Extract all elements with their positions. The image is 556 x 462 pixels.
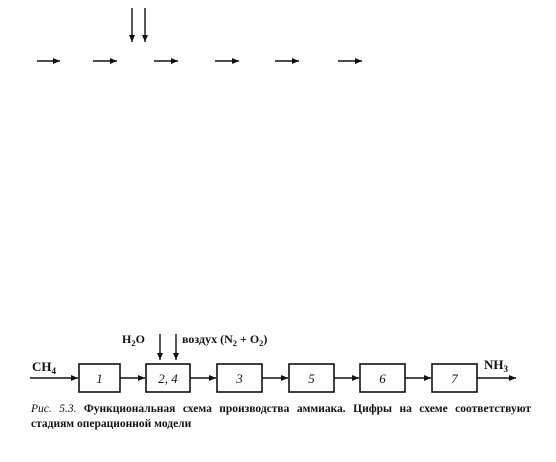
- block-label: 2, 4: [158, 371, 178, 386]
- block-3: 3: [216, 363, 263, 393]
- figure-caption-text: Функциональная схема производства аммиак…: [31, 403, 531, 430]
- feed-label: CH4: [32, 359, 57, 376]
- upper-arrows-fragment: [37, 8, 362, 64]
- air-label: воздух (N2 + O2): [182, 332, 267, 348]
- block-label: 5: [308, 371, 315, 386]
- figure-caption: Рис. 5.3. Функциональная схема производс…: [31, 402, 531, 432]
- block-6: 6: [359, 363, 406, 393]
- block-5: 5: [288, 363, 335, 393]
- block-2-4: 2, 4: [145, 363, 191, 393]
- block-label: 6: [379, 371, 386, 386]
- figure-number: Рис. 5.3.: [31, 403, 77, 415]
- block-label: 7: [451, 371, 458, 386]
- block-label: 1: [96, 371, 103, 386]
- block-7: 7: [431, 363, 478, 393]
- block-1: 1: [78, 363, 121, 393]
- block-label: 3: [235, 371, 243, 386]
- water-label: H2O: [122, 332, 145, 348]
- process-blocks: 1 2, 4 3 5 6 7: [78, 363, 478, 393]
- product-label: NH3: [484, 357, 509, 374]
